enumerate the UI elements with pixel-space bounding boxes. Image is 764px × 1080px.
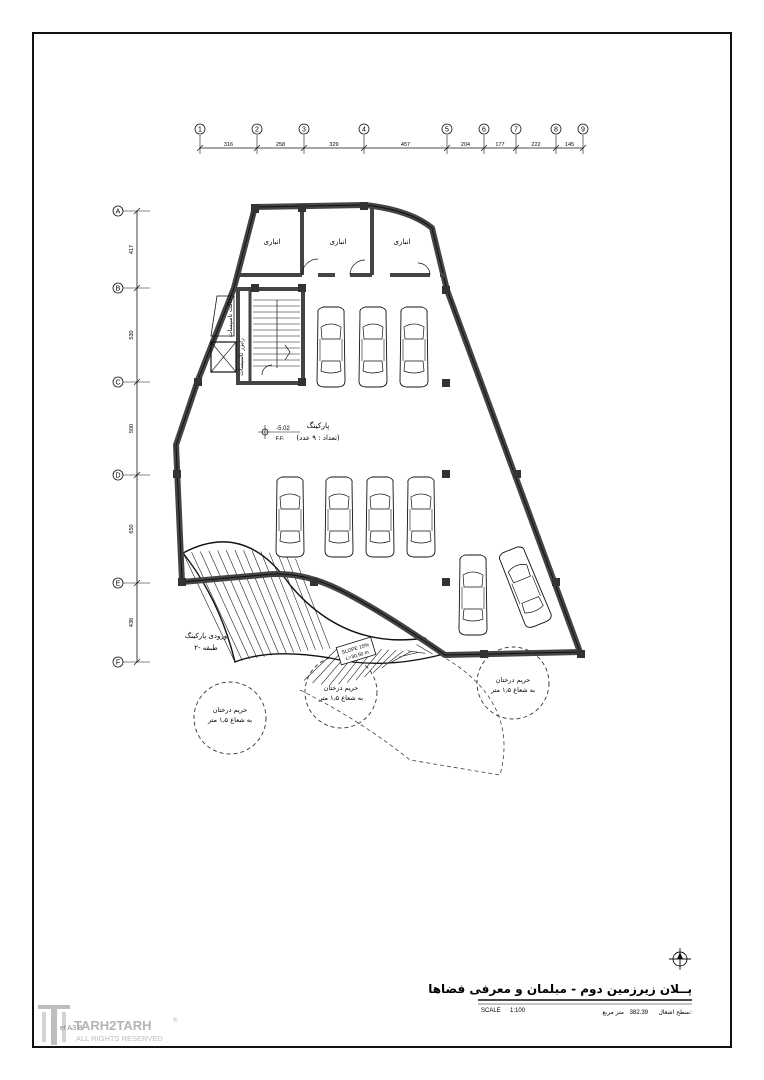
parking-capacity: (تعداد : ۹ عدد)	[296, 434, 340, 442]
row-spacing: 417	[129, 245, 135, 254]
column-grid-label: 7	[514, 127, 518, 134]
column-grid-bubble	[478, 123, 490, 135]
column-spacing: 222	[531, 142, 540, 148]
row-grid-bubble	[112, 205, 124, 217]
column-spacing: 145	[565, 142, 574, 148]
column-grid-label: 2	[255, 127, 259, 134]
tree-zone-3: حریم درختان به شعاع ۱٫۵ متر	[476, 646, 550, 720]
watermark-brand: TARH2TARH	[74, 1018, 152, 1033]
row-grid-label: E	[116, 581, 121, 588]
stair-core: داکت تاسیسات رایزر تاسیسات	[210, 287, 305, 385]
floor-level-note: F.F.	[276, 436, 285, 442]
title-block: پــلان زیرزمین دوم - مبلمان و معرفی فضاه…	[428, 982, 692, 1016]
row-spacing: 438	[129, 618, 135, 627]
row-grid-bubble	[112, 577, 124, 589]
area-unit: متر مربع	[602, 1009, 624, 1016]
column-spacing: 457	[401, 142, 410, 148]
column-grid-bubble	[441, 123, 453, 135]
row-grid-label: A	[116, 209, 121, 216]
column-grid: 1 2 3 4 5 6 7 8 9 316 258 329 457 204 177 222 145	[194, 123, 589, 154]
column-spacing: 177	[495, 142, 504, 148]
scale-value: 1:100	[510, 1008, 526, 1014]
column-spacing: 329	[329, 142, 338, 148]
storage-label-3: انباری	[394, 238, 411, 246]
area-value: 382.39	[630, 1010, 649, 1016]
tree-zone-label-1: حریم درختان	[213, 706, 248, 714]
area-label: سطح اشغال:	[658, 1009, 692, 1016]
row-grid-bubble	[112, 282, 124, 294]
row-grid-label: B	[116, 286, 121, 293]
tree-zone-sublabel-2: به شعاع ۱٫۵ متر	[318, 694, 363, 702]
column-grid-bubble	[194, 123, 206, 135]
floor-level: -5.02	[276, 426, 290, 432]
column-grid-label: 4	[362, 127, 366, 134]
entrance-sublabel: طبقه -۲	[194, 644, 218, 652]
tree-zone-1: حریم درختان به شعاع ۱٫۵ متر	[193, 681, 267, 755]
column-spacing: 204	[461, 142, 470, 148]
entrance-label: ورودی پارکینگ	[185, 631, 227, 640]
row-spacing: 650	[129, 524, 135, 533]
row-spacing: 500	[129, 424, 135, 433]
column-grid-label: 6	[482, 127, 486, 134]
column-grid-label: 1	[198, 127, 202, 134]
watermark-rights: ALL RIGHTS RESERVED	[76, 1034, 163, 1043]
column-grid-label: 5	[445, 127, 449, 134]
sheet-label: et A3 B	[60, 1025, 83, 1032]
column-spacing: 258	[276, 142, 285, 148]
column-grid-label: 8	[554, 127, 558, 134]
column-grid-bubble	[550, 123, 562, 135]
row-grid-label: C	[115, 380, 120, 387]
column-grid-label: 3	[302, 127, 306, 134]
row-grid-bubble	[112, 376, 124, 388]
row-grid-bubble	[112, 469, 124, 481]
parking-label-group: پارکینگ (تعداد : ۹ عدد) -5.02 F.F.	[258, 421, 340, 442]
structural-columns	[173, 202, 585, 658]
svg-text:®: ®	[173, 1017, 178, 1024]
tree-zone-sublabel-3: به شعاع ۱٫۵ متر	[490, 686, 535, 694]
storage-label-1: انباری	[264, 238, 281, 246]
access-path	[299, 654, 505, 776]
column-grid-bubble	[298, 123, 310, 135]
tree-zone-2: حریم درختان به شعاع ۱٫۵ متر	[304, 655, 378, 729]
column-grid-bubble	[358, 123, 370, 135]
tree-zone-label-3: حریم درختان	[496, 676, 531, 684]
drawing-title: پــلان زیرزمین دوم - مبلمان و معرفی فضاه…	[428, 982, 692, 997]
row-grid-bubble	[112, 656, 124, 668]
row-grid-label: D	[115, 473, 120, 480]
riser-label: رایزر تاسیسات	[238, 338, 245, 376]
storage-label-2: انباری	[330, 238, 347, 246]
column-grid-bubble	[251, 123, 263, 135]
row-grid-label: F	[116, 660, 120, 667]
watermark-logo: et A3 B TARH2TARH ALL RIGHTS RESERVED ®	[38, 1005, 178, 1045]
sheet-border	[32, 32, 732, 1048]
row-spacing: 530	[129, 330, 135, 339]
storage-rooms: انباری انباری انباری	[240, 207, 445, 277]
ramp-slope-tag: SLOPE 15% L=30.50 m	[335, 636, 377, 666]
duct-label: داکت تاسیسات	[227, 299, 234, 337]
column-spacing: 316	[224, 142, 233, 148]
north-arrow-icon	[669, 948, 691, 970]
parking-title: پارکینگ	[307, 421, 330, 430]
stair-treads	[253, 299, 300, 367]
row-grid: A B C D E F 417 530 500 650 438	[112, 205, 150, 668]
column-grid-label: 9	[581, 127, 585, 134]
entrance-ramp	[181, 541, 442, 685]
tree-zone-label-2: حریم درختان	[324, 684, 359, 692]
column-grid-bubble	[577, 123, 589, 135]
tree-zone-sublabel-1: به شعاع ۱٫۵ متر	[207, 716, 252, 724]
scale-label: SCALE	[481, 1008, 501, 1014]
column-grid-bubble	[510, 123, 522, 135]
